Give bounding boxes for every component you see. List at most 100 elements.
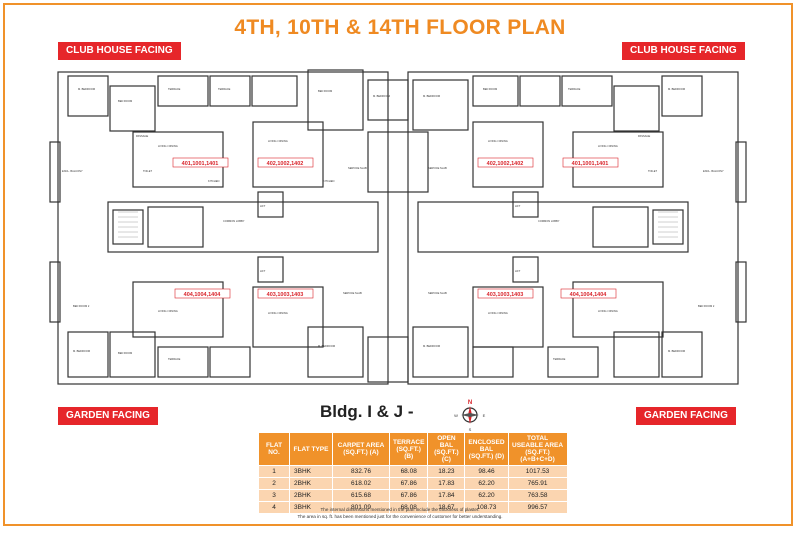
compass-south-label: S [469, 427, 472, 432]
header-open-bal: OPEN BAL (SQ.FT.) (C) [427, 432, 466, 466]
cell-flat-no: 1 [258, 465, 290, 478]
room-label: LIFT [260, 269, 266, 273]
page-title: 4TH, 10TH & 14TH FLOOR PLAN [234, 16, 566, 39]
room-label: SERVICE SLAB [428, 166, 447, 170]
room-label: M. BEDROOM [668, 349, 685, 353]
club-house-facing-tag-right: CLUB HOUSE FACING [622, 42, 745, 60]
garden-facing-tag-left: GARDEN FACING [58, 407, 158, 425]
club-house-facing-tag-left: CLUB HOUSE FACING [58, 42, 181, 60]
room-label: LIVING / DINING [158, 309, 178, 313]
room-label: LIVING / DINING [598, 309, 618, 313]
cell-carpet-area: 801.09 [332, 501, 390, 514]
room-label: SERVICE SLAB [348, 166, 367, 170]
left-wing-outline [57, 71, 389, 385]
header-carpet-area: CARPET AREA (SQ.FT.) (A) [332, 432, 390, 466]
cell-total-area: 996.57 [507, 501, 568, 514]
unit-label: 403,1003,1403 [267, 292, 304, 298]
cell-open-bal: 18.23 [427, 465, 466, 478]
header-flat-type: FLAT TYPE [289, 432, 333, 466]
disclaimer-line-1: The internal dimensions mentioned in the… [320, 507, 480, 512]
room-label: LIVING / DINING [268, 311, 288, 315]
room-label: LIVING / DINING [598, 144, 618, 148]
room-label: ENCL. BALCONY [62, 169, 83, 173]
room-label: BED ROOM [483, 87, 497, 91]
unit-label: 402,1002,1402 [267, 161, 304, 167]
room-label: TERRACE [218, 87, 231, 91]
table-row: 1 3BHK 832.76 68.08 18.23 98.46 1017.53 [258, 465, 568, 478]
room-label: LIFT [515, 269, 521, 273]
room-label: PASSAGE [136, 134, 148, 138]
garden-facing-tag-right: GARDEN FACING [636, 407, 736, 425]
room-label: M. BEDROOM [423, 344, 440, 348]
unit-label: 401,1001,1401 [572, 161, 609, 167]
table-header-row: FLAT NO. FLAT TYPE CARPET AREA (SQ.FT.) … [258, 432, 568, 466]
room-label: BED ROOM [318, 89, 332, 93]
room-label: M. BEDROOM [78, 87, 95, 91]
unit-label: 404,1004,1404 [184, 292, 222, 298]
room-label: COMMON LOBBY [223, 219, 245, 223]
room-label: TOILET [648, 169, 657, 173]
header-total-area: TOTAL USEABLE AREA (SQ.FT.) (A+B+C+D) [507, 432, 568, 466]
room-label: BED ROOM [118, 351, 132, 355]
cell-flat-type: 2BHK [289, 489, 333, 502]
room-label: LIFT [515, 204, 521, 208]
cell-enclosed-bal: 62.20 [464, 477, 509, 490]
compass-west-label: W [454, 413, 458, 418]
cell-enclosed-bal: 108.73 [464, 501, 509, 514]
room-label: M. BEDROOM [373, 94, 390, 98]
cell-flat-type: 3BHK [289, 465, 333, 478]
table-row: 4 3BHK 801.09 68.08 18.67 108.73 996.57 [258, 501, 568, 514]
area-table: FLAT NO. FLAT TYPE CARPET AREA (SQ.FT.) … [258, 432, 568, 514]
cell-carpet-area: 832.76 [332, 465, 390, 478]
room-label: SERVICE SLAB [343, 291, 362, 295]
room-label: KITCHEN [208, 179, 220, 183]
right-wing-outline [407, 71, 739, 385]
table-row: 3 2BHK 615.68 67.86 17.84 62.20 763.58 [258, 489, 568, 502]
room-label: SERVICE SLAB [428, 291, 447, 295]
room-label: TERRACE [553, 357, 566, 361]
cell-flat-type: 2BHK [289, 477, 333, 490]
room-label: M. BEDROOM [73, 349, 90, 353]
room-label: M. BEDROOM [318, 344, 335, 348]
room-label: TOILET [143, 169, 152, 173]
cell-total-area: 1017.53 [507, 465, 568, 478]
table-row: 2 2BHK 618.02 67.86 17.83 62.20 765.91 [258, 477, 568, 490]
cell-open-bal: 17.84 [427, 489, 466, 502]
unit-label: 403,1003,1403 [487, 292, 524, 298]
compass-icon: N S W E [454, 400, 486, 432]
header-terrace: TERRACE (SQ.FT.) (B) [388, 432, 429, 466]
cell-total-area: 763.58 [507, 489, 568, 502]
room-label: BED ROOM 2 [698, 304, 715, 308]
cell-terrace: 67.86 [388, 489, 429, 502]
room-label: M. BEDROOM [668, 87, 685, 91]
room-label: M. BEDROOM [423, 94, 440, 98]
unit-label: 402,1002,1402 [487, 161, 524, 167]
room-label: LIVING / DINING [158, 144, 178, 148]
cell-open-bal: 18.67 [427, 501, 466, 514]
cell-total-area: 765.91 [507, 477, 568, 490]
cell-enclosed-bal: 98.46 [464, 465, 509, 478]
cell-carpet-area: 615.68 [332, 489, 390, 502]
room-label: TERRACE [168, 87, 181, 91]
room-label: PASSAGE [638, 134, 650, 138]
compass-east-label: E [483, 413, 486, 418]
compass-north-label: N [468, 400, 472, 406]
room-label: BED ROOM [118, 99, 132, 103]
unit-label: 404,1004,1404 [570, 292, 608, 298]
cell-terrace: 68.08 [388, 465, 429, 478]
room-label: TERRACE [568, 87, 581, 91]
cell-flat-no: 2 [258, 477, 290, 490]
room-label: LIVING / DINING [488, 311, 508, 315]
building-name: Bldg. I & J - [320, 402, 414, 421]
room-label: COMMON LOBBY [538, 219, 560, 223]
unit-label: 401,1001,1401 [182, 161, 219, 167]
room-label: KITCHEN [323, 179, 335, 183]
cell-terrace: 67.86 [388, 477, 429, 490]
room-label: LIFT [260, 204, 266, 208]
floor-plan-drawing: 401,1001,1401 402,1002,1402 402,1002,140… [49, 69, 747, 385]
header-flat-no: FLAT NO. [258, 432, 290, 466]
disclaimer-line-2: The area in sq. ft. has been mentioned j… [297, 514, 503, 519]
page-border [3, 3, 793, 526]
cell-flat-no: 3 [258, 489, 290, 502]
cell-carpet-area: 618.02 [332, 477, 390, 490]
